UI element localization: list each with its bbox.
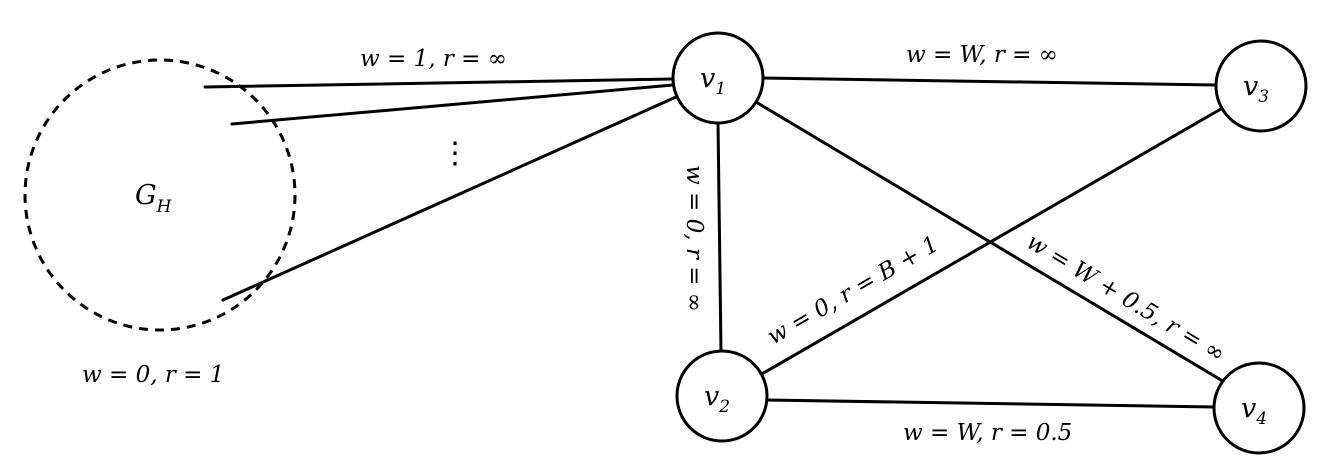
cluster-gh-boundary [23, 58, 297, 332]
edge-gh-v1-label: w = 1, r = ∞ [360, 46, 507, 72]
edge-v1-v3 [760, 76, 1217, 87]
edge-v2-v4 [764, 398, 1216, 409]
node-v2: v2 [675, 349, 769, 443]
edge-gh-v1-ellipsis: ⋮ [440, 136, 470, 171]
node-v3: v3 [1214, 39, 1308, 133]
node-v3-label: v3 [1243, 71, 1269, 107]
edge-gh-v1-bottom [221, 95, 678, 302]
edge-v1-v3-label: w = W, r = ∞ [906, 42, 1058, 68]
cluster-gh-label: GH [135, 180, 173, 217]
edge-gh-v1-top [203, 77, 675, 89]
edge-v2-v4-label: w = W, r = 0.5 [903, 420, 1072, 446]
edge-v2-v3 [758, 104, 1228, 377]
node-v4: v4 [1212, 361, 1306, 455]
node-v1: v1 [671, 31, 765, 125]
node-v2-label: v2 [704, 381, 730, 417]
node-v1-label: v1 [700, 63, 726, 99]
edge-v2-v3-label: w = 0, r = B + 1 [763, 231, 943, 350]
edge-v1-v2-label: w = 0, r = ∞ [681, 165, 707, 312]
cluster-gh-note: w = 0, r = 1 [82, 362, 224, 388]
edge-v1-v4-label: w = W + 0.5, r = ∞ [1022, 229, 1229, 368]
edge-v1-v2 [716, 120, 723, 354]
edge-gh-v1-middle [230, 83, 675, 126]
edge-v1-v4 [754, 100, 1228, 385]
node-v4-label: v4 [1241, 393, 1267, 429]
